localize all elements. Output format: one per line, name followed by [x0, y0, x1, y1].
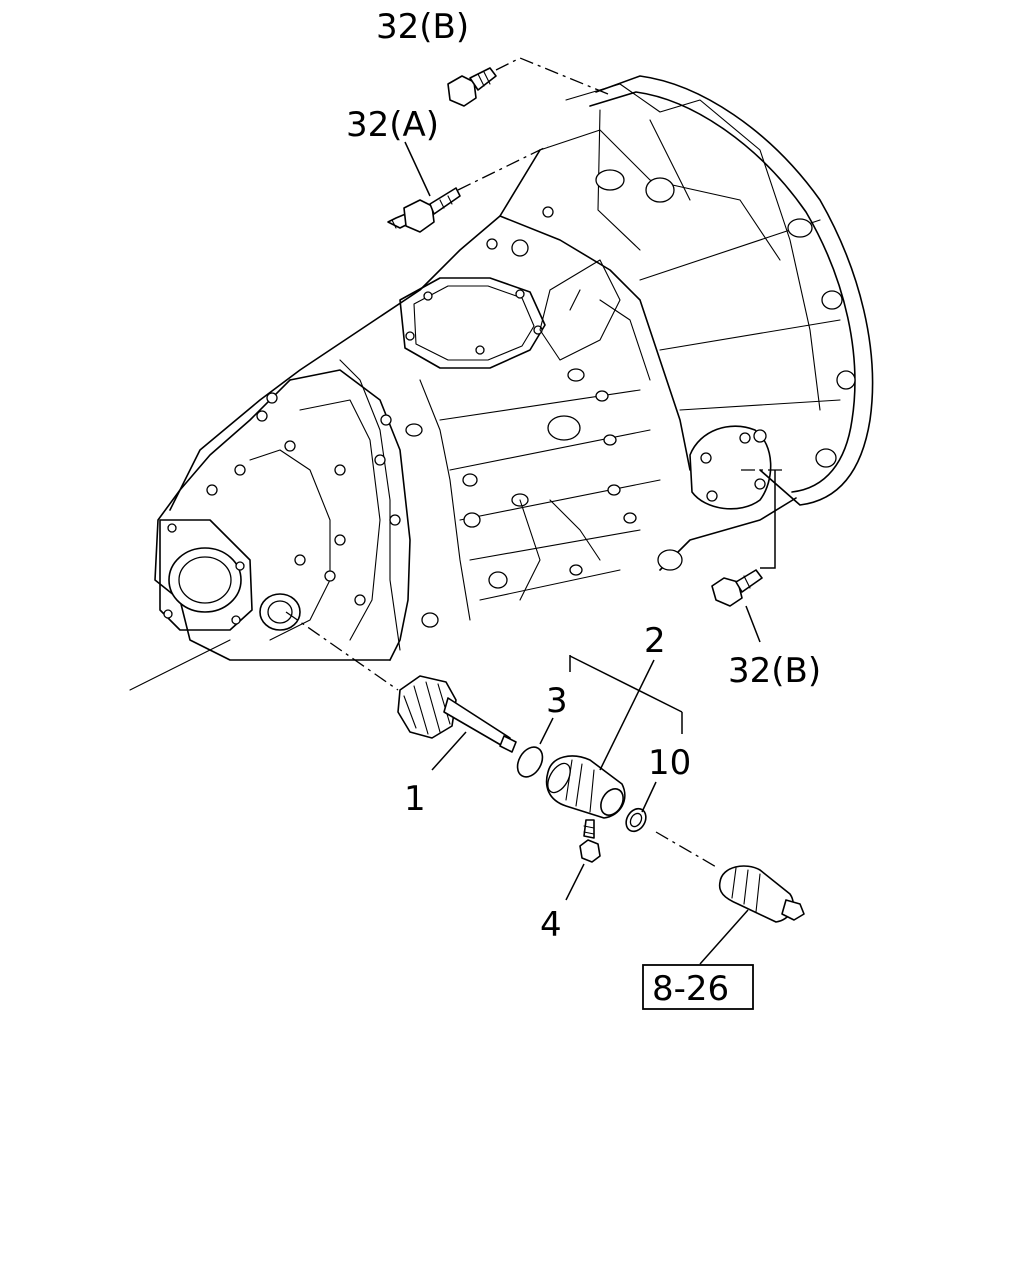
label-32b-right: 32(B)	[728, 651, 821, 691]
bolt-32b-right	[711, 569, 763, 607]
label-part-3: 3	[546, 681, 568, 721]
leader-lines	[285, 57, 782, 965]
lock-bolt	[579, 819, 601, 863]
transmission-assembly	[129, 75, 874, 691]
bolt-32b-top	[447, 67, 497, 107]
label-part-4: 4	[540, 905, 562, 945]
label-ref-8-26: 8-26	[652, 969, 729, 1009]
oil-seal	[625, 807, 647, 833]
label-32a: 32(A)	[346, 105, 439, 145]
o-ring	[516, 746, 544, 778]
label-32b-top: 32(B)	[376, 7, 469, 47]
reference-box-8-26[interactable]: 8-26	[642, 964, 754, 1010]
speed-sensor	[718, 865, 805, 923]
speedometer-sleeve	[545, 755, 626, 819]
stud-32a	[387, 187, 461, 233]
label-part-1: 1	[404, 779, 426, 819]
speedometer-driven-gear	[397, 675, 517, 753]
label-part-10: 10	[648, 743, 691, 783]
label-part-2: 2	[644, 621, 666, 661]
